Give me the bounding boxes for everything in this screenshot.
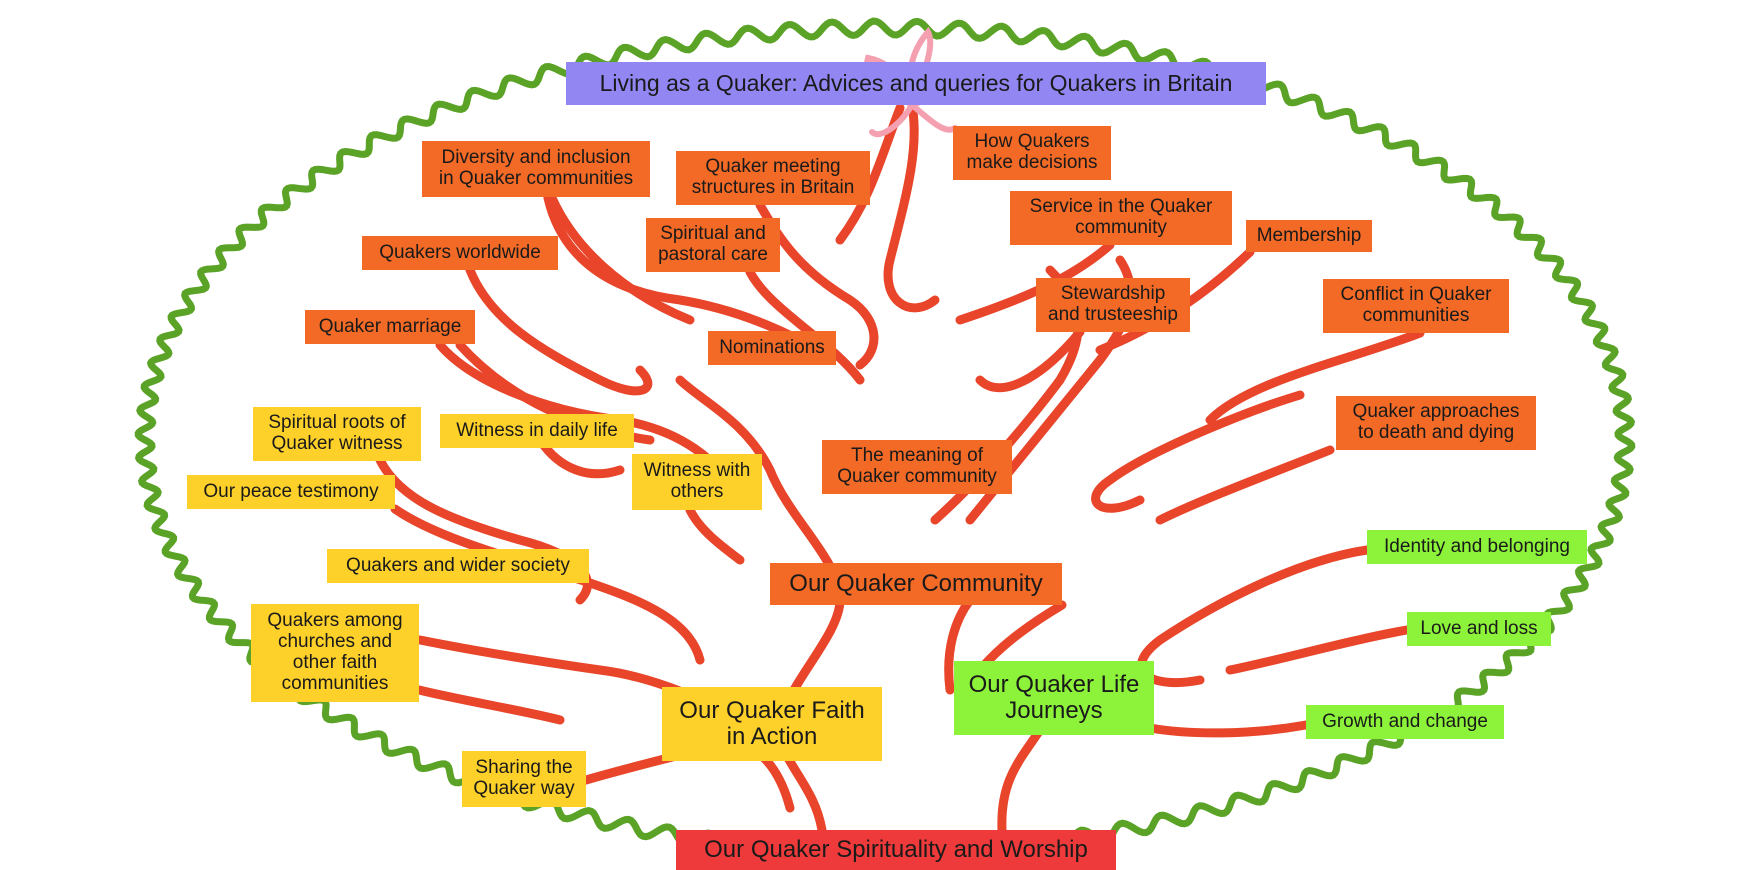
heading-faith-in-action: Our Quaker Faith in Action — [662, 687, 882, 761]
diagram-title: Living as a Quaker: Advices and queries … — [566, 62, 1266, 105]
label-line: Witness with — [643, 460, 751, 482]
label-line: in Action — [726, 723, 818, 750]
label-line: Journeys — [1005, 697, 1103, 724]
label-sharing-quaker-way: Sharing the Quaker way — [462, 751, 586, 807]
label-line: Our Quaker Life — [968, 670, 1140, 698]
branch-line — [745, 267, 865, 385]
branch-line — [414, 685, 565, 725]
label-line: Our Quaker Faith — [679, 696, 865, 724]
branch-line — [997, 725, 1045, 835]
branch-line — [685, 505, 745, 565]
label-witness-daily-life: Witness in daily life — [440, 414, 634, 448]
label-line: Service in the Quaker — [1029, 196, 1213, 218]
label-spiritual-roots: Spiritual roots of Quaker witness — [253, 407, 421, 461]
label-line: make decisions — [966, 152, 1098, 173]
label-line: Quaker way — [473, 778, 575, 799]
label-conflict: Conflict in Quaker communities — [1323, 279, 1509, 333]
label-line: communities — [1362, 305, 1470, 326]
label-line: churches and — [277, 631, 393, 653]
label-line: in Quaker communities — [438, 168, 634, 189]
label-line: Spiritual and — [660, 223, 766, 245]
label-line: pastoral care — [658, 244, 768, 265]
label-service: Service in the Quaker community — [1010, 191, 1232, 245]
label-line: Quaker meeting — [705, 156, 841, 178]
label-spiritual-pastoral-care: Spiritual and pastoral care — [646, 218, 780, 272]
label-peace-testimony: Our peace testimony — [187, 475, 395, 509]
branch-line — [1091, 390, 1305, 513]
label-line: Spiritual roots of — [268, 412, 406, 434]
label-line: Sharing the — [475, 757, 573, 779]
label-line: to death and dying — [1357, 422, 1515, 443]
label-line: Quaker approaches — [1352, 401, 1520, 423]
branch-line — [944, 595, 975, 695]
label-line: Quaker witness — [271, 433, 403, 454]
label-membership: Membership — [1246, 220, 1372, 252]
label-stewardship: Stewardship and trusteeship — [1036, 278, 1190, 332]
heading-life-journeys: Our Quaker Life Journeys — [954, 661, 1154, 735]
branch-line — [1155, 445, 1335, 525]
label-witness-with-others: Witness with others — [632, 454, 762, 510]
label-line: others — [670, 481, 724, 502]
label-how-quakers-decide: How Quakers make decisions — [953, 126, 1111, 180]
label-line: and trusteeship — [1048, 304, 1178, 325]
label-love-and-loss: Love and loss — [1407, 612, 1551, 646]
branch-line — [975, 327, 1085, 393]
label-meeting-structures: Quaker meeting structures in Britain — [676, 151, 870, 205]
branch-line — [675, 375, 845, 835]
label-line: other faith — [292, 652, 378, 673]
heading-our-quaker-community: Our Quaker Community — [770, 563, 1062, 605]
branch-line — [883, 100, 940, 313]
label-nominations: Nominations — [708, 331, 836, 365]
label-line: How Quakers — [974, 131, 1090, 153]
label-death-and-dying: Quaker approaches to death and dying — [1336, 396, 1536, 450]
branch-line — [1225, 625, 1412, 675]
label-line: Conflict in Quaker — [1340, 284, 1492, 306]
label-identity-belonging: Identity and belonging — [1367, 530, 1587, 564]
label-line: Quakers among — [267, 610, 403, 632]
label-line: The meaning of — [850, 445, 984, 467]
label-among-churches: Quakers among churches and other faith c… — [251, 604, 419, 702]
branch-line — [415, 635, 705, 705]
label-meaning-of-community: The meaning of Quaker community — [822, 440, 1012, 494]
label-line: Stewardship — [1060, 283, 1166, 305]
label-line: communities — [281, 672, 389, 694]
branch-line — [1145, 720, 1311, 738]
label-growth-and-change: Growth and change — [1306, 705, 1504, 739]
label-wider-society: Quakers and wider society — [327, 549, 589, 583]
root-spirituality-worship: Our Quaker Spirituality and Worship — [676, 830, 1116, 870]
label-quakers-worldwide: Quakers worldwide — [362, 236, 558, 270]
label-line: community — [1075, 217, 1167, 238]
branch-line — [547, 193, 695, 325]
branch-line — [465, 265, 653, 396]
branch-line — [390, 504, 705, 665]
branch-line — [1137, 545, 1372, 688]
label-line: Diversity and inclusion — [441, 147, 631, 169]
branch-line — [535, 435, 625, 479]
label-line: structures in Britain — [691, 177, 855, 198]
label-quaker-marriage: Quaker marriage — [305, 310, 475, 344]
label-diversity-inclusion: Diversity and inclusion in Quaker commun… — [422, 141, 650, 197]
label-line: Quaker community — [837, 466, 997, 487]
branch-line — [1205, 328, 1425, 425]
